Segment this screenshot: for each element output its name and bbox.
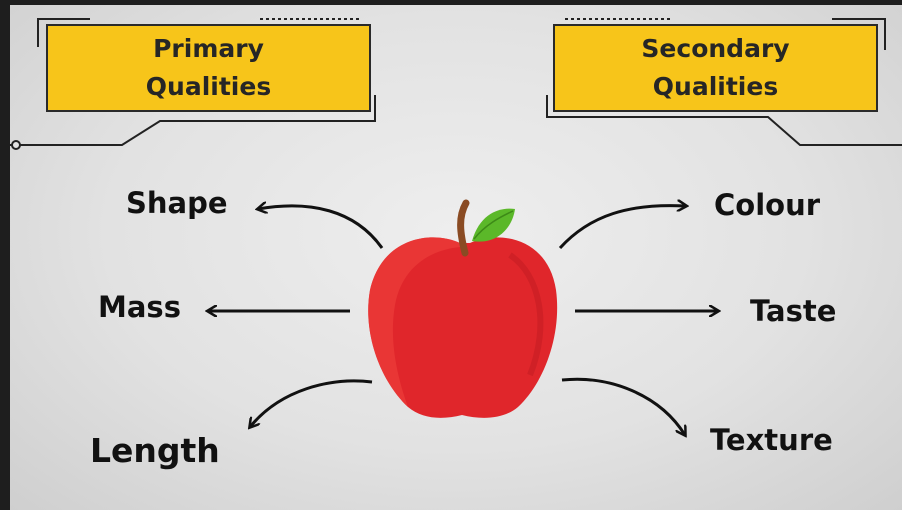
label-taste: Taste: [750, 294, 837, 328]
primary-qualities-box: Primary Qualities: [46, 24, 371, 112]
diagram-canvas: Primary Qualities Secondary Qualities Sh…: [10, 5, 902, 510]
secondary-qualities-title: Secondary Qualities: [641, 34, 790, 101]
connector-lines: [10, 18, 902, 510]
arrow-texture: [561, 377, 685, 435]
label-mass: Mass: [98, 290, 181, 324]
arrow-colour: [558, 206, 686, 250]
primary-qualities-title: Primary Qualities: [145, 34, 272, 101]
secondary-frame: [546, 18, 902, 146]
arrow-shape: [258, 206, 384, 249]
primary-frame: [10, 18, 376, 150]
label-texture: Texture: [710, 423, 833, 457]
arrow-length: [250, 379, 373, 427]
label-colour: Colour: [714, 188, 821, 222]
apple-icon: [368, 199, 558, 418]
secondary-qualities-box: Secondary Qualities: [553, 24, 878, 112]
label-length: Length: [90, 431, 220, 470]
label-shape: Shape: [126, 186, 228, 220]
